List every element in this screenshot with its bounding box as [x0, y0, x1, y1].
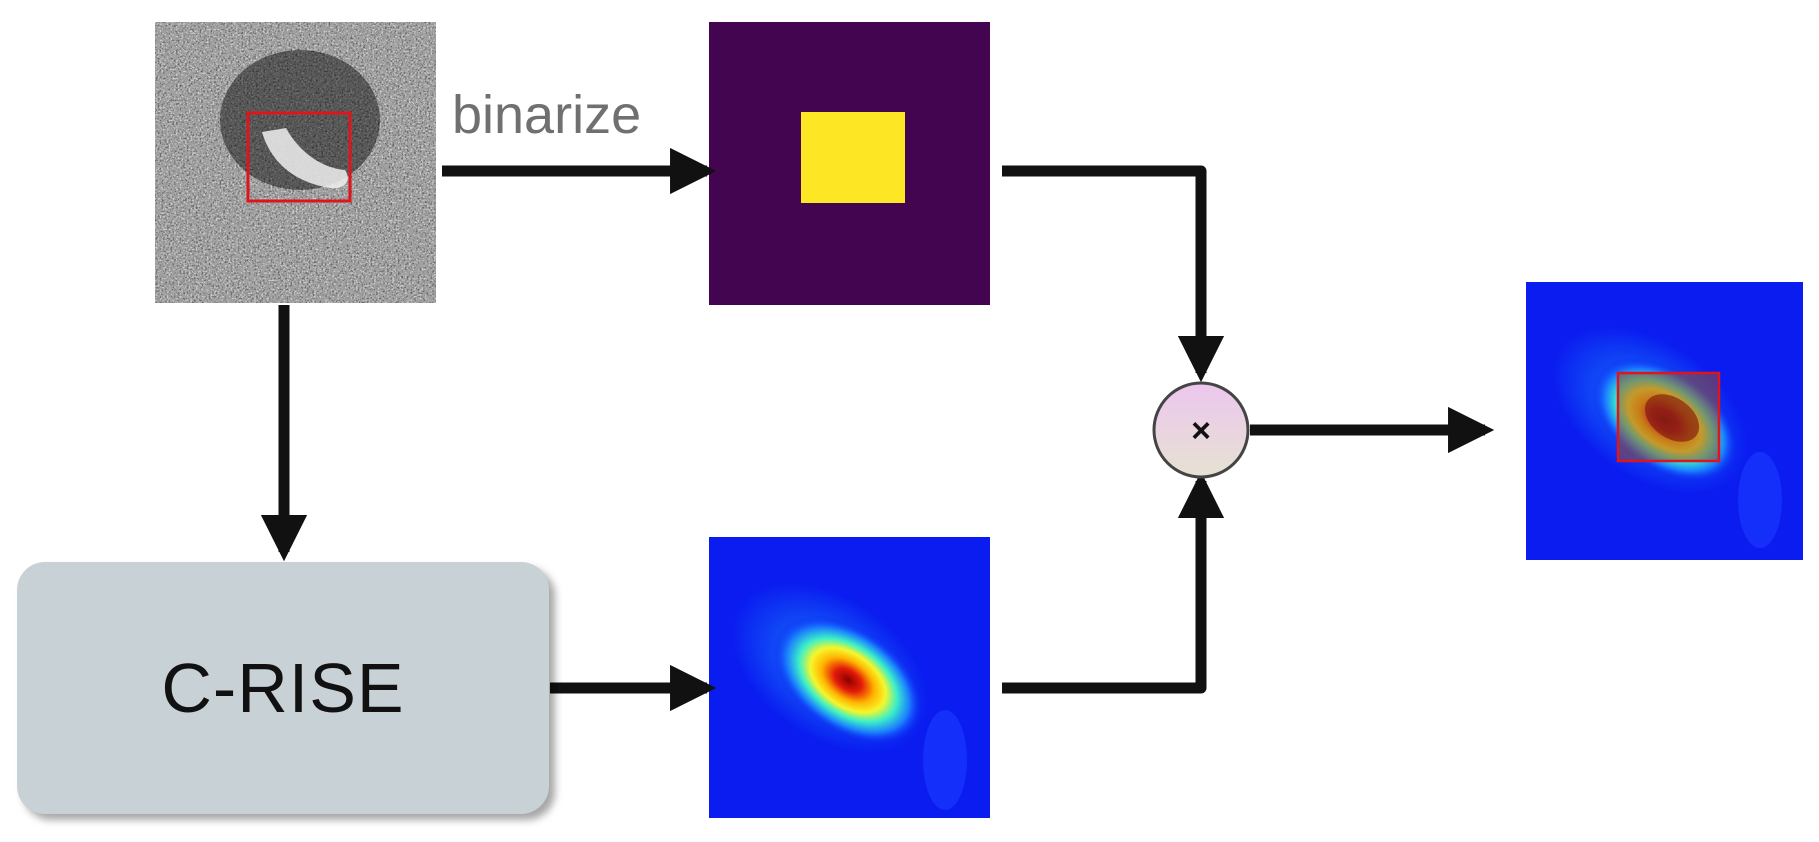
output-bounding-box	[1616, 371, 1721, 463]
bounding-box	[246, 111, 352, 203]
binarize-label: binarize	[452, 85, 642, 145]
multiply-icon	[1152, 381, 1250, 479]
output-heatmap	[1526, 282, 1803, 560]
crise-block: C-RISE	[17, 562, 549, 814]
arrow-mask-to-multiply	[1002, 165, 1225, 383]
saliency-heatmap	[709, 537, 990, 818]
input-image	[155, 22, 436, 303]
multiply-symbol: ×	[1191, 412, 1211, 450]
mask-foreground	[801, 112, 905, 203]
binary-mask	[709, 22, 990, 305]
arrow-heatmap-to-multiply	[1002, 471, 1225, 694]
multiply-node: ×	[1152, 381, 1250, 479]
crise-label: C-RISE	[161, 649, 405, 727]
